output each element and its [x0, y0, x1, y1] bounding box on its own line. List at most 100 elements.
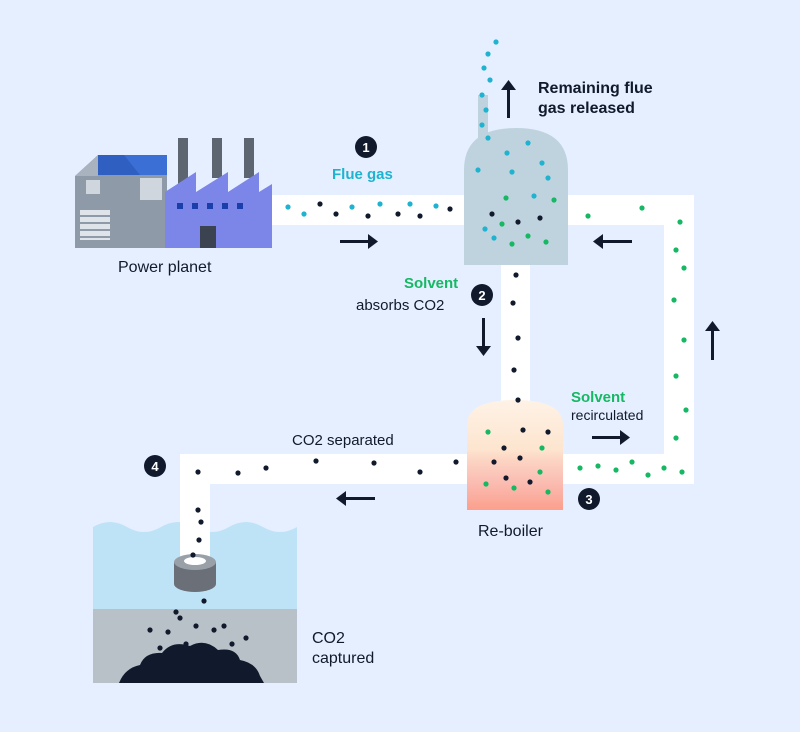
co2-particle — [515, 219, 521, 225]
arrow-up-icon — [705, 321, 720, 360]
solvent-particle — [645, 472, 651, 478]
co2-pile-icon — [119, 642, 264, 683]
solvent-particle — [683, 407, 689, 413]
arrow-down-icon — [476, 318, 491, 356]
co2-particle — [501, 445, 507, 451]
co2-particle — [165, 629, 171, 635]
flue-gas-particle — [504, 150, 510, 156]
flue-gas-particle — [491, 235, 497, 241]
co2-particle — [198, 519, 204, 525]
co2-particle — [263, 465, 269, 471]
arrow-right-icon — [592, 430, 630, 445]
co2-particle — [503, 475, 509, 481]
co2-particle — [417, 213, 423, 219]
step-badge-4: 4 — [144, 455, 166, 477]
co2-particle — [537, 215, 543, 221]
co2-particle — [190, 552, 196, 558]
pipes — [180, 195, 694, 574]
co2-particle — [193, 623, 199, 629]
co2-particle — [211, 627, 217, 633]
co2-particle — [157, 645, 163, 651]
solvent-particle — [595, 463, 601, 469]
co2-particle — [313, 458, 319, 464]
absorbs-co2-label: absorbs CO2 — [356, 297, 445, 314]
solvent-particle — [503, 195, 509, 201]
step-number: 3 — [585, 492, 592, 507]
co2-particle — [417, 469, 423, 475]
remaining-gas-label-line1: Remaining flue — [538, 80, 653, 97]
reboiler-label: Re-boiler — [478, 523, 543, 540]
flue-gas-particle — [485, 135, 491, 141]
flue-gas-particle — [479, 92, 485, 98]
co2-particle — [243, 635, 249, 641]
co2-particle — [545, 429, 551, 435]
solvent-particle — [661, 465, 667, 471]
flue-gas-particle — [545, 175, 551, 181]
flue-gas-pipe — [270, 195, 470, 225]
solvent-particle — [539, 445, 545, 451]
co2-particle — [177, 615, 183, 621]
co2-particle — [201, 598, 207, 604]
co2-particle — [195, 469, 201, 475]
solvent-particle — [483, 481, 489, 487]
flue-gas-particle — [377, 201, 383, 207]
co2-particle — [235, 470, 241, 476]
solvent-particle — [681, 265, 687, 271]
flue-gas-particle — [525, 140, 531, 146]
flue-gas-particle — [433, 203, 439, 209]
co2-particle — [453, 459, 459, 465]
solvent-recirc-label: Solvent — [571, 389, 626, 406]
co2-particle — [447, 206, 453, 212]
solvent-label: Solvent — [404, 275, 459, 292]
co2-particle — [317, 201, 323, 207]
remaining-gas-label-line2: gas released — [538, 100, 635, 117]
step-badge-3: 3 — [578, 488, 600, 510]
co2-particle — [195, 507, 201, 513]
flue-gas-particle — [481, 65, 487, 71]
solvent-particle — [577, 465, 583, 471]
flue-gas-particle — [487, 77, 493, 83]
solvent-particle — [673, 435, 679, 441]
injection-nozzle — [174, 554, 216, 592]
solvent-particle — [585, 213, 591, 219]
co2-particle — [183, 641, 189, 647]
flue-gas-particle — [479, 122, 485, 128]
co2-separated-label: CO2 separated — [292, 432, 394, 449]
step-badge-2: 2 — [471, 284, 493, 306]
solvent-particle — [629, 459, 635, 465]
solvent-particle — [525, 233, 531, 239]
co2-particle — [221, 623, 227, 629]
step-number: 1 — [362, 140, 369, 155]
particles — [147, 39, 689, 651]
chimney-stack — [478, 95, 488, 150]
recirc-pipe-bottom — [562, 454, 694, 484]
co2-captured-label-line2: captured — [312, 650, 375, 667]
rich-solvent-pipe — [501, 255, 530, 415]
step-badge-1: 1 — [355, 136, 377, 158]
co2-captured-label-line1: CO2 — [312, 630, 345, 647]
solvent-particle — [677, 219, 683, 225]
solvent-particle — [499, 221, 505, 227]
arrow-left-icon — [336, 491, 375, 506]
co2-particle — [196, 537, 202, 543]
flue-gas-particle — [301, 211, 307, 217]
flue-gas-particle — [349, 204, 355, 210]
arrow-up-icon — [501, 80, 516, 118]
solvent-particle — [639, 205, 645, 211]
solvent-particle — [673, 247, 679, 253]
flue-gas-particle — [509, 169, 515, 175]
flue-gas-particle — [483, 107, 489, 113]
recirculated-label: recirculated — [571, 407, 644, 423]
solvent-particle — [537, 469, 543, 475]
co2-particle — [513, 272, 519, 278]
flue-gas-particle — [407, 201, 413, 207]
solvent-particle — [545, 489, 551, 495]
solvent-particle — [509, 241, 515, 247]
solvent-particle — [511, 485, 517, 491]
co2-particle — [517, 455, 523, 461]
co2-particle — [510, 300, 516, 306]
arrow-left-icon — [593, 234, 632, 249]
co2-particle — [395, 211, 401, 217]
separated-pipe-h — [180, 454, 470, 484]
